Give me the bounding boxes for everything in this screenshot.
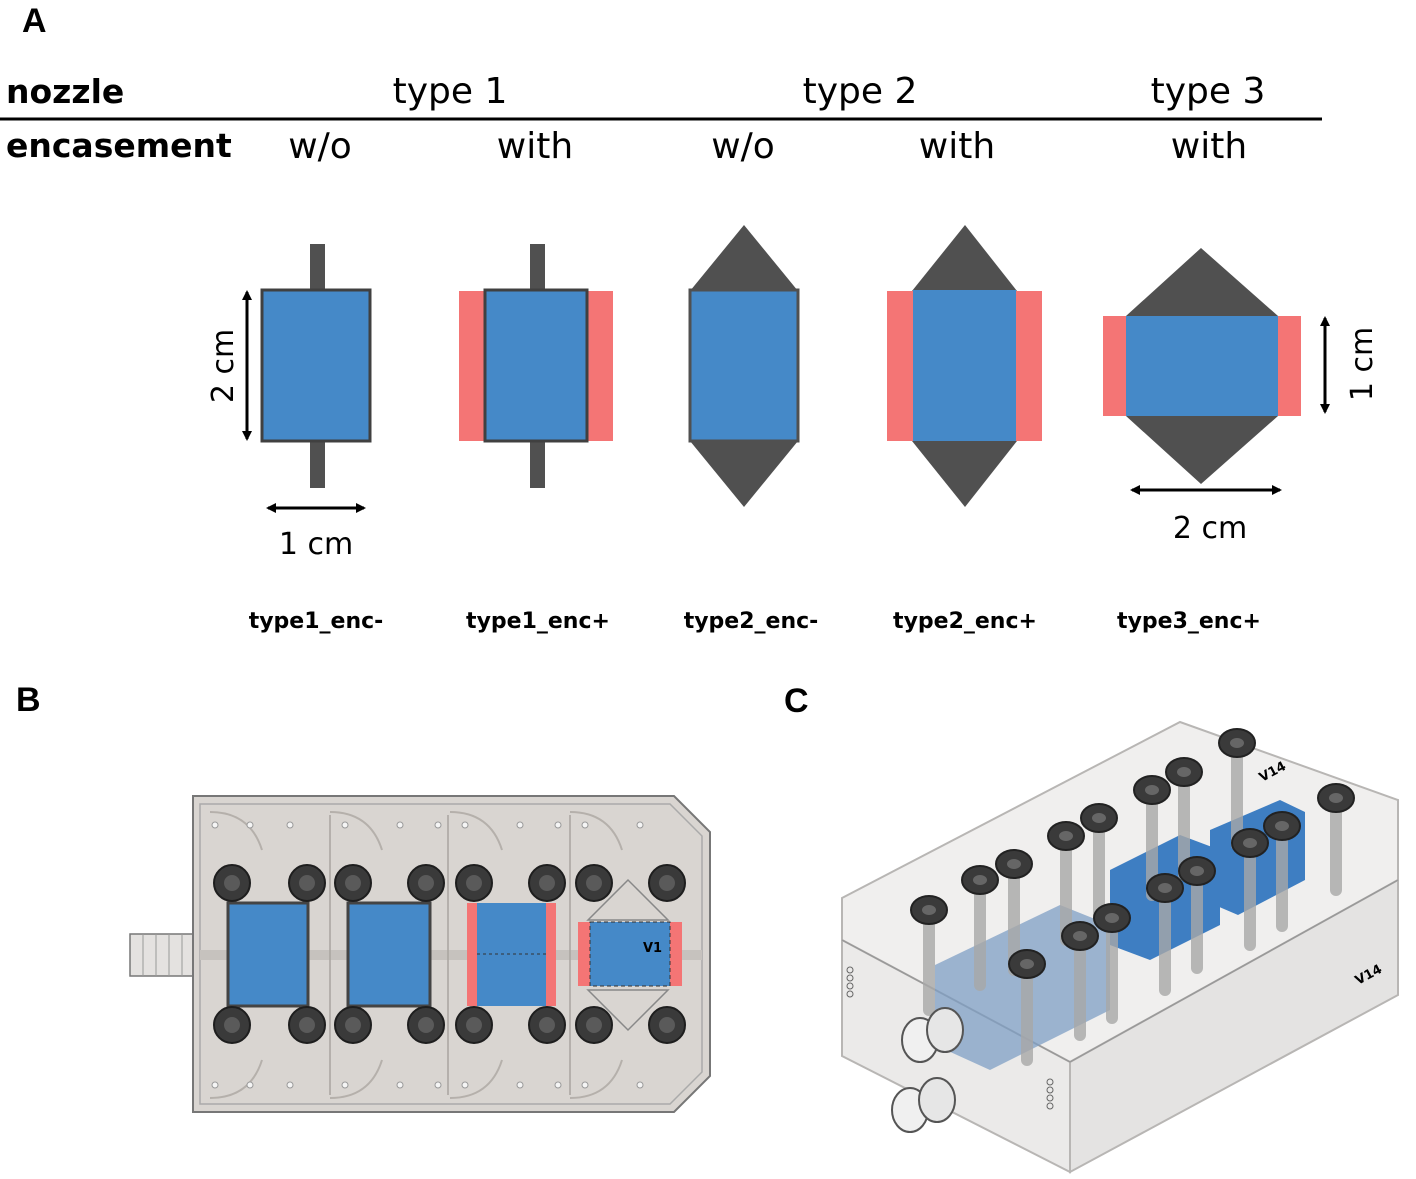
sample-chamber [688,288,800,443]
screws [910,728,1355,1066]
hose-barbs [891,1007,964,1133]
encasement-col3: w/o [711,126,775,167]
vent-holes [846,966,1054,1110]
caption-type3-enc-plus: type3_enc+ [1117,609,1261,634]
mounting-holes [211,821,644,1089]
nozzle-bottom [690,441,798,507]
caption-type1-enc-plus: type1_enc+ [466,609,610,634]
type2-header: type 2 [803,71,918,112]
nozzle-type2-with-encasement [887,225,1042,507]
nozzle-type1-with-encasement [459,244,613,488]
hose-barb [129,933,197,977]
sample-chamber [483,288,589,443]
encasement-right [1015,291,1042,441]
nozzle-type3-with-encasement: 1 cm 2 cm [1103,248,1380,546]
sample-chamber [1126,316,1278,416]
encasement-col1: w/o [288,126,352,167]
type3-header: type 3 [1151,71,1266,112]
compartment-dividers [329,815,571,1095]
nozzle-type2-no-encasement [688,225,800,507]
sample-chamber-2 [346,901,432,1008]
encasement-col2: with [497,126,573,167]
width-label: 2 cm [1173,511,1247,546]
panel-c-label: C [784,682,809,720]
sample-chamber-4: V1 [578,878,682,1032]
sample-chamber [260,288,372,443]
device-isometric-view: V14 V14 [841,720,1399,1174]
nozzle-top [690,225,798,291]
encasement-left [459,291,486,441]
nozzle-top [912,225,1017,291]
width-label: 1 cm [279,527,353,562]
caption-type1-enc-minus: type1_enc- [249,609,384,634]
nozzle-bottom [912,441,1017,507]
panel-a-label: A [22,2,47,40]
encasement-left [1103,316,1128,416]
caption-type2-enc-plus: type2_enc+ [893,609,1037,634]
nozzle-top [530,244,545,291]
sample-chamber [913,290,1016,441]
encasement-right [586,291,613,441]
version-label: V1 [643,941,662,956]
nozzle-bottom [310,441,325,488]
caption-type2-enc-minus: type2_enc- [684,609,819,634]
encasement-left [887,291,914,441]
panel-b-label: B [16,681,41,719]
sample-chamber-1 [226,901,310,1008]
sample-chamber-3 [467,903,556,1006]
nozzle-top [310,244,325,291]
encasement-col4: with [919,126,995,167]
encasement-col5: with [1171,126,1247,167]
nozzle-type1-no-encasement: 2 cm 1 cm [206,244,372,562]
type1-header: type 1 [393,71,508,112]
nozzle-top [1126,248,1278,316]
height-label: 2 cm [206,329,241,403]
encasement-row-label: encasement [6,126,232,165]
nozzle-bottom [530,441,545,488]
height-label: 1 cm [1345,327,1380,401]
screw-sockets [224,875,675,1033]
nozzle-bottom [1126,416,1278,484]
device-top-view: V1 [129,795,711,1113]
nozzle-row-label: nozzle [6,72,124,111]
encasement-right [1276,316,1301,416]
